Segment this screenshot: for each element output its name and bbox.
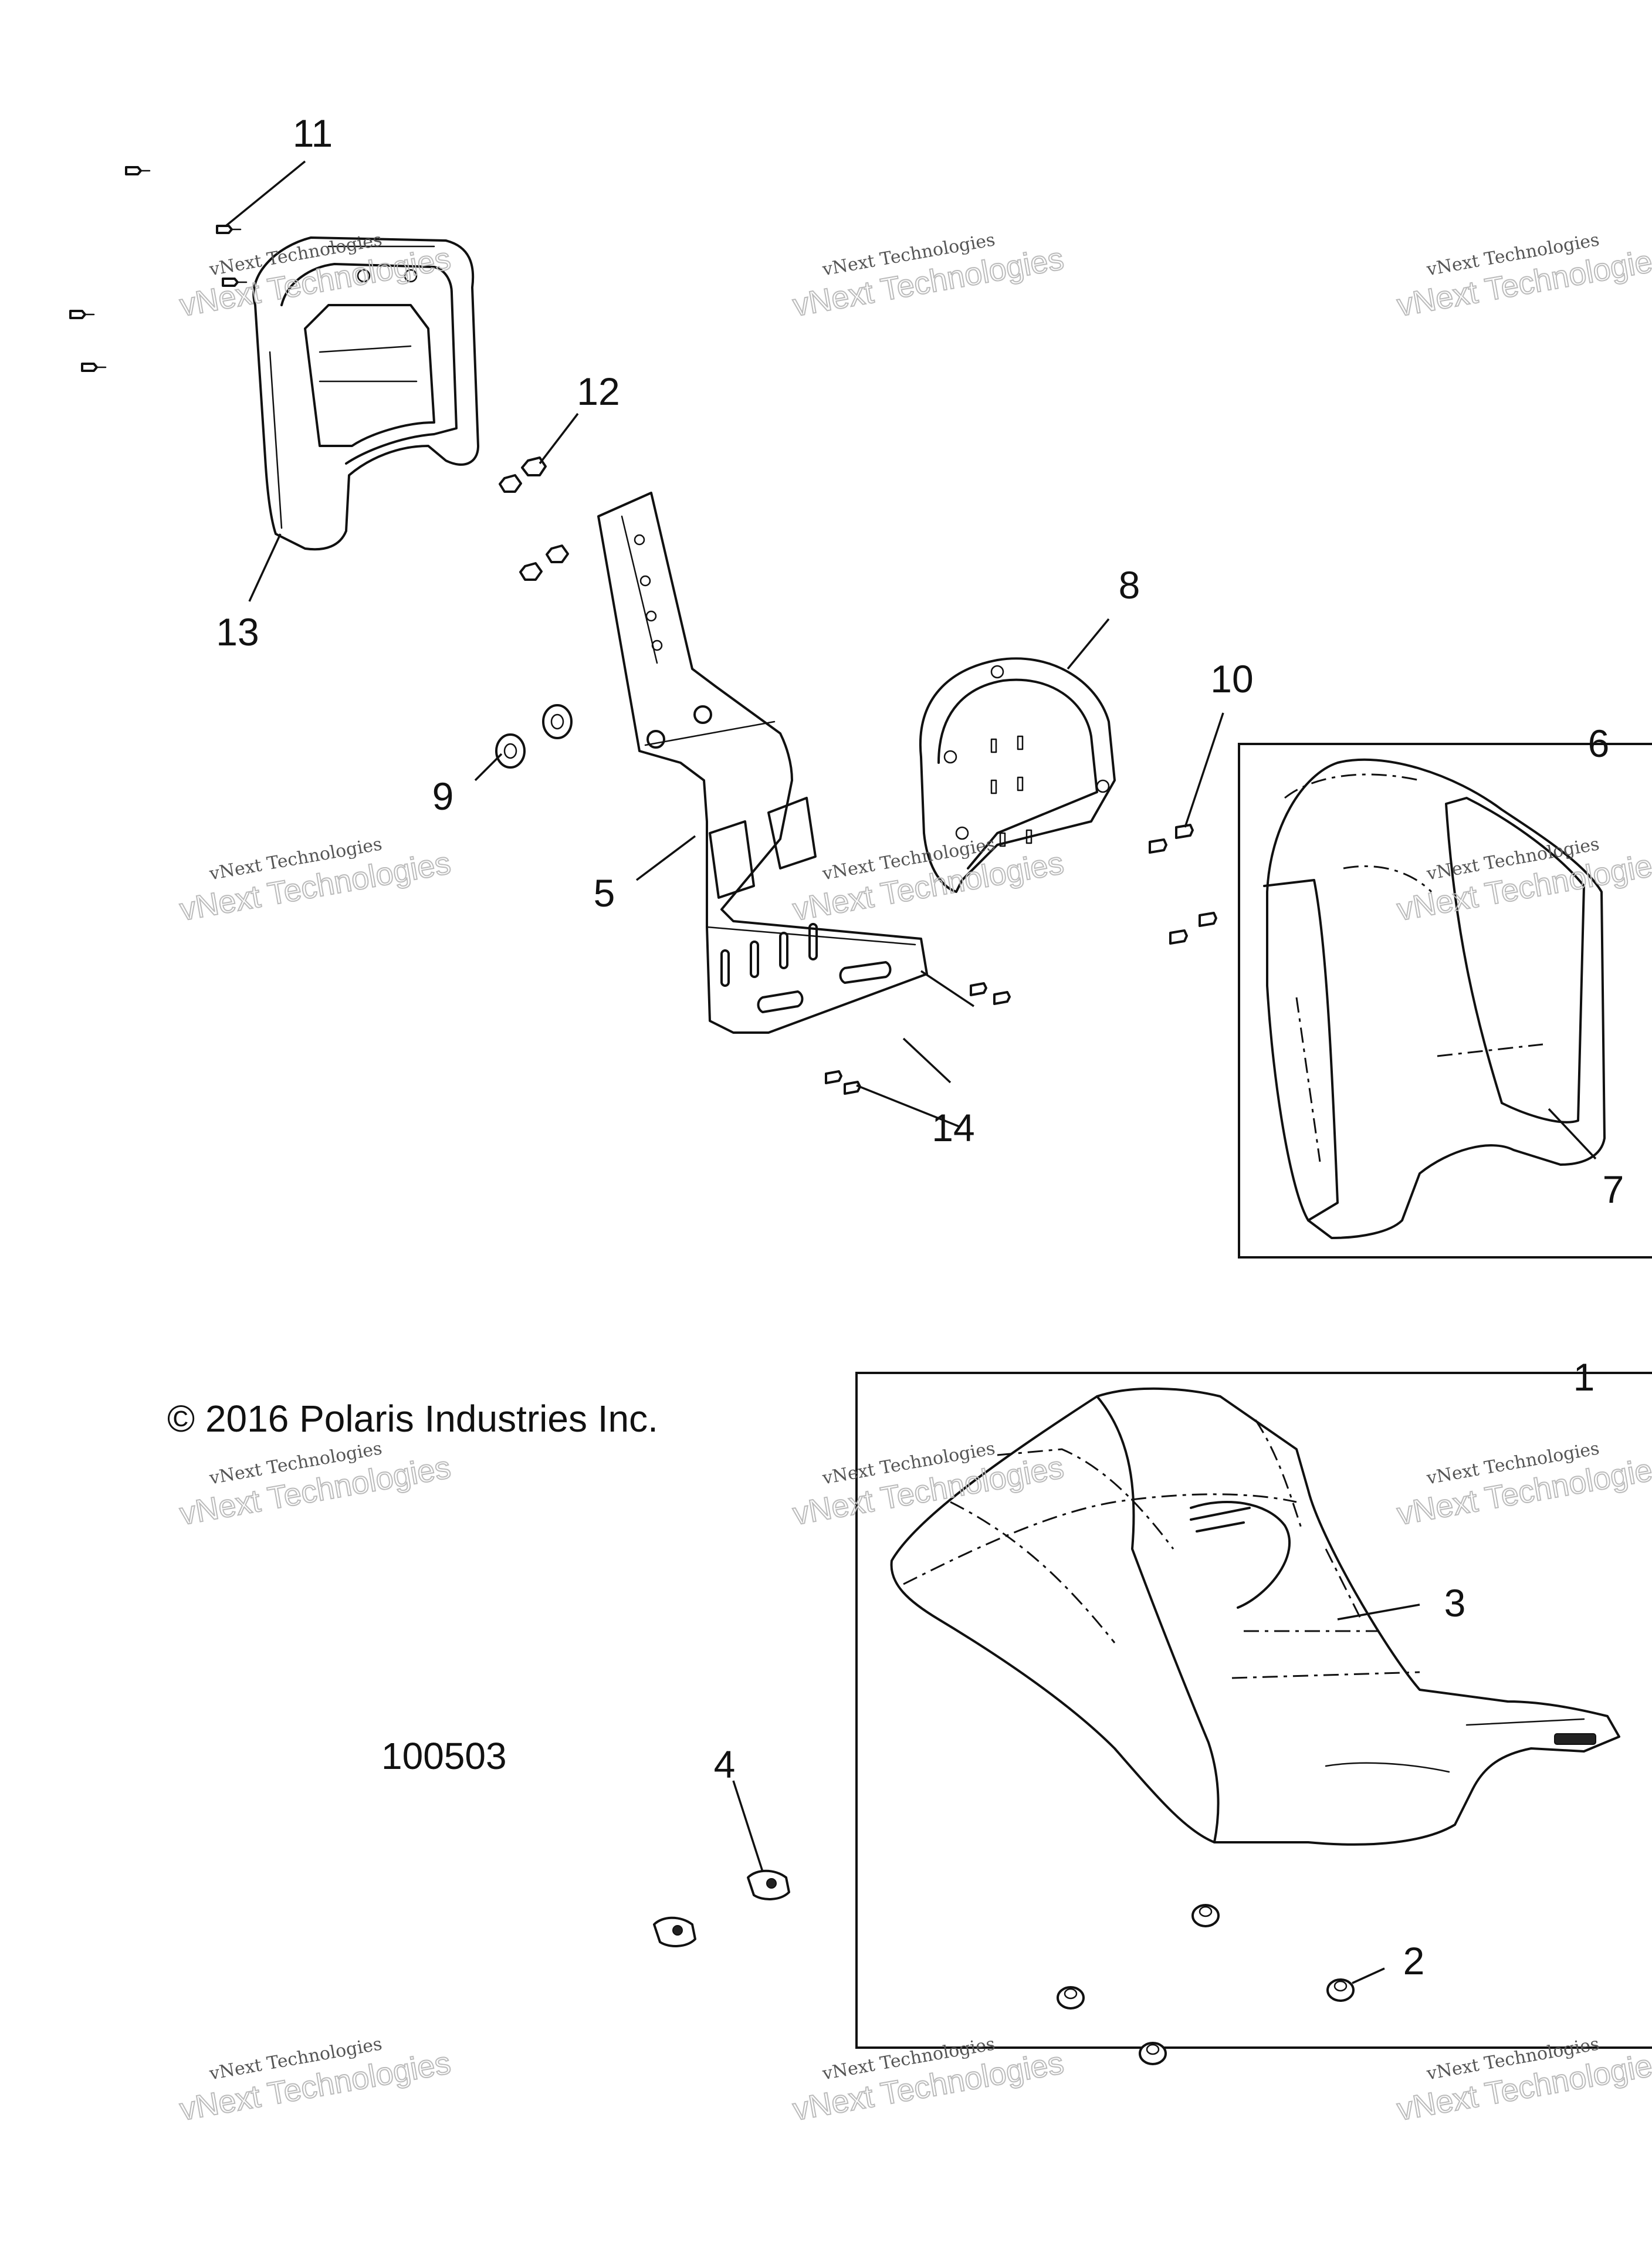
callout-6: 6: [1588, 722, 1610, 765]
backrest-bracket: [252, 236, 479, 551]
callout-2: 2: [1403, 1939, 1425, 1983]
callout-11: 11: [293, 111, 333, 155]
callout-7: 7: [1603, 1168, 1624, 1211]
mount-plate: [597, 492, 928, 1034]
backrest-assembly-box: [1238, 743, 1652, 1259]
screws-14: [825, 982, 1011, 1095]
callout-labels: 1 2 3 4 5 6 7 8 9 10 11 12 13 14: [216, 111, 1624, 1983]
callout-9: 9: [432, 774, 454, 818]
callout-8: 8: [1119, 563, 1140, 607]
pad-base: [919, 657, 1116, 893]
backrest-pad: [1263, 758, 1606, 1239]
seat: [890, 1387, 1620, 1846]
leader-lines: [225, 160, 1652, 1984]
nuts-12: [499, 456, 569, 581]
seat-assembly-box: [855, 1372, 1652, 2049]
diagram-number: 100503: [381, 1735, 507, 1777]
callout-1: 1: [1573, 1355, 1595, 1399]
callout-4: 4: [714, 1743, 736, 1786]
screws-10: [1149, 824, 1217, 945]
nuts-2: [1057, 1904, 1355, 2065]
callout-10: 10: [1210, 657, 1253, 701]
grommets-9: [495, 704, 573, 769]
callout-3: 3: [1444, 1581, 1466, 1625]
callout-5: 5: [594, 871, 615, 915]
clips-4: [653, 1869, 790, 1947]
callout-13: 13: [216, 610, 259, 654]
callout-14: 14: [932, 1106, 974, 1149]
screws-11: [69, 166, 248, 372]
copyright-text: © 2016 Polaris Industries Inc.: [167, 1398, 658, 1440]
callout-12: 12: [577, 370, 620, 413]
